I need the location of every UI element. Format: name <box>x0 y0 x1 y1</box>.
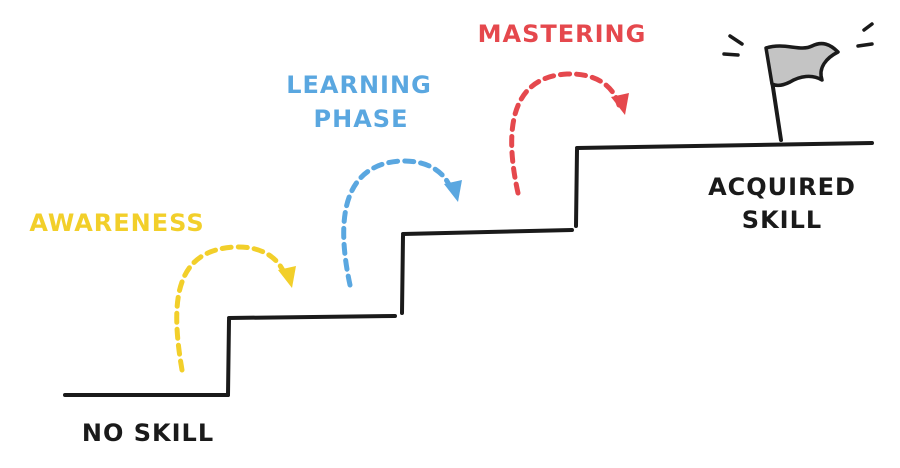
acquired-skill-label-line1: ACQUIRED <box>708 173 856 201</box>
step-tread-3 <box>575 141 874 150</box>
mastering-arrow <box>509 71 629 196</box>
step-riser-3 <box>574 148 579 228</box>
learning-arrow <box>341 158 462 288</box>
flag-motion-lines <box>722 22 874 57</box>
dashed-curved-arrow-icon <box>341 158 455 288</box>
arrowhead-icon <box>444 180 462 202</box>
step-tread-2 <box>401 228 574 236</box>
flag-cloth <box>764 41 840 88</box>
awareness-label: AWARENESS <box>29 209 204 237</box>
dashed-curved-arrow-icon <box>174 244 289 373</box>
step-riser-1 <box>226 318 231 397</box>
dashed-curved-arrow-icon <box>509 71 622 196</box>
no-skill-label: NO SKILL <box>82 419 214 447</box>
arrowhead-icon <box>611 93 629 115</box>
awareness-arrow <box>174 244 296 373</box>
learning-phase-label-line1: LEARNING <box>286 71 432 99</box>
learning-phase-label-line2: PHASE <box>314 105 409 133</box>
acquired-skill-label-line2: SKILL <box>742 206 822 234</box>
flag-icon <box>722 22 874 142</box>
staircase <box>63 141 874 397</box>
mastering-label: MASTERING <box>478 20 647 48</box>
step-riser-2 <box>400 234 405 315</box>
step-tread-1 <box>227 314 397 320</box>
arrowhead-icon <box>278 266 296 288</box>
